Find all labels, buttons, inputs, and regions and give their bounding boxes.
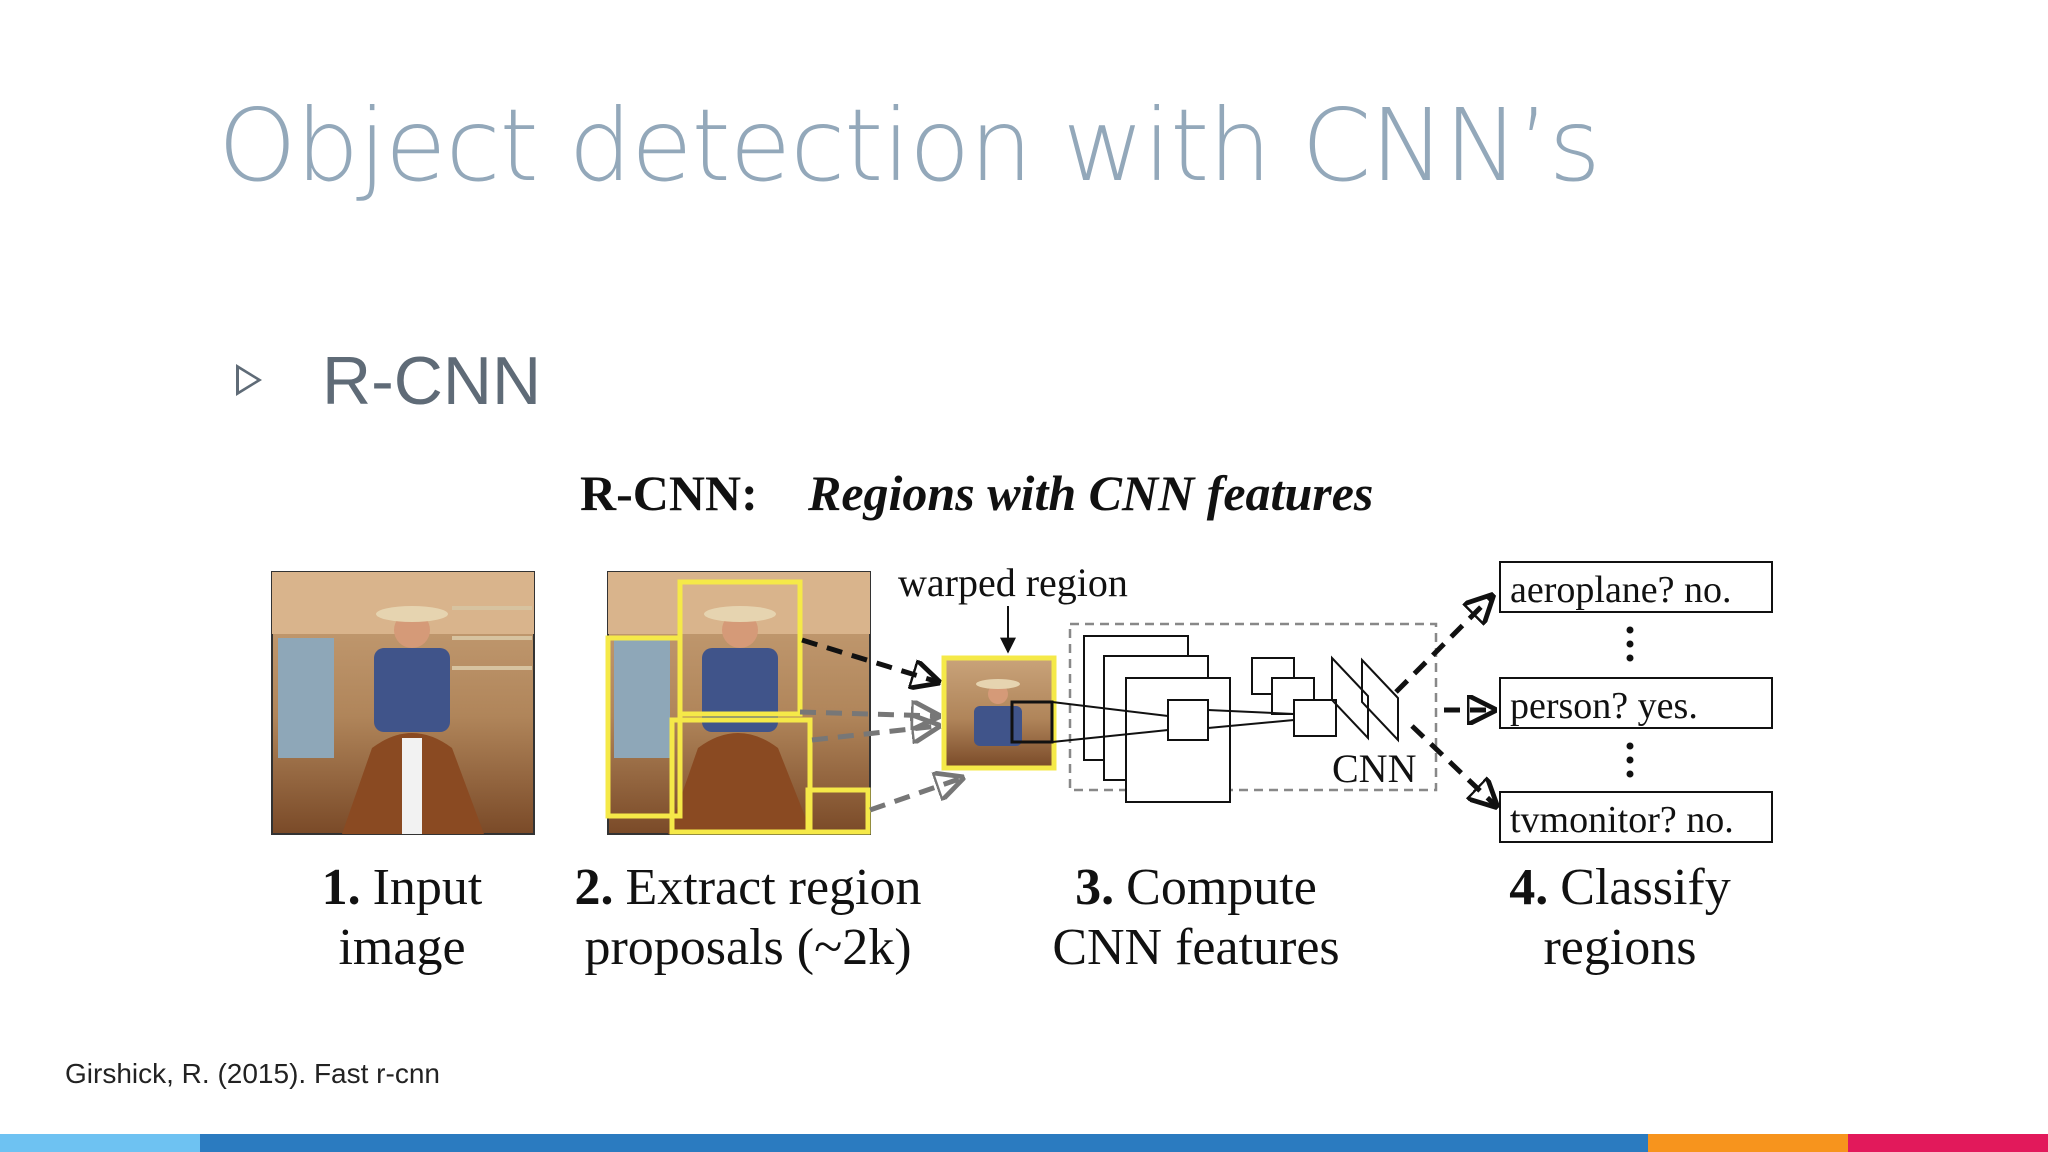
bullet-text: R-CNN xyxy=(322,343,542,419)
rcnn-diagram: R-CNN: Regions with CNN features xyxy=(271,465,1773,976)
step-2-caption: 2.Extract region xyxy=(575,859,922,916)
arrow-icon xyxy=(811,726,938,740)
cnn-block: CNN xyxy=(1010,622,1438,803)
bar-segment xyxy=(1848,1134,2048,1152)
figure-heading-bold: R-CNN: xyxy=(580,465,758,521)
class-label-aeroplane: aeroplane? no. xyxy=(1510,569,1732,611)
arrow-icon xyxy=(869,778,962,813)
arrow-icon xyxy=(1394,596,1492,694)
proposal-image xyxy=(607,571,871,835)
triangle-bullet-icon xyxy=(236,364,262,396)
bar-segment xyxy=(1648,1134,1848,1152)
rcnn-figure: R-CNN: Regions with CNN features xyxy=(222,448,1822,1048)
warped-region-image xyxy=(941,655,1057,771)
figure-heading-italic: Regions with CNN features xyxy=(807,465,1373,521)
class-label-tvmonitor: tvmonitor? no. xyxy=(1510,799,1734,841)
proposal-boxes xyxy=(605,579,871,835)
bottom-color-bar xyxy=(0,1134,2048,1152)
step-4-caption-line2: regions xyxy=(1543,919,1696,976)
step-3-caption-line2: CNN features xyxy=(1052,919,1339,976)
step-2-caption-line2: proposals (~2k) xyxy=(584,919,911,976)
step-1-caption: 1.Input xyxy=(322,859,483,916)
bar-segment xyxy=(200,1134,1648,1152)
bar-segment xyxy=(0,1134,200,1152)
slide-title: Object detection with CNN’s xyxy=(218,87,1601,204)
arrow-icon xyxy=(1410,724,1496,806)
step-3-caption: 3.Compute xyxy=(1075,859,1317,916)
class-label-person: person? yes. xyxy=(1510,685,1698,727)
citation: Girshick, R. (2015). Fast r-cnn xyxy=(65,1058,440,1089)
step-1-caption-line2: image xyxy=(338,919,465,976)
step-4-caption: 4.Classify xyxy=(1509,859,1730,916)
arrow-icon xyxy=(801,637,938,682)
ellipsis-icon xyxy=(1626,626,1634,778)
input-image xyxy=(271,571,535,835)
class-boxes: aeroplane? no. person? yes. tvmonitor? n… xyxy=(1499,561,1773,843)
cnn-label: CNN xyxy=(1332,746,1416,791)
warped-region-label: warped region xyxy=(898,560,1128,605)
